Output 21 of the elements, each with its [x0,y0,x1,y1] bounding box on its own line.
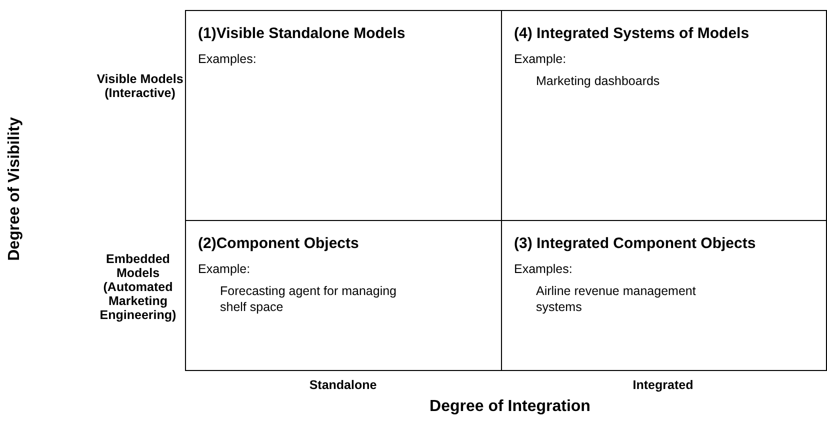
quadrant-panel [185,220,502,371]
axis-title: Degree of Integration [428,398,592,416]
quadrant-panel [185,10,502,221]
example-text: Airline revenue management systems [536,284,697,316]
examples-label: Example: [198,262,250,276]
quadrant-heading: (2)Component Objects [198,235,359,252]
quadrant-panel [501,10,827,221]
column-label: Standalone [308,378,378,392]
quadrant-panel [501,220,827,371]
example-text: Marketing dashboards [536,74,661,90]
examples-label: Examples: [198,52,256,66]
example-text: Forecasting agent for managing shelf space [220,284,398,316]
quadrant-heading: (4) Integrated Systems of Models [514,25,750,42]
quadrant-heading: (3) Integrated Component Objects [514,235,756,252]
column-label: Integrated [632,378,694,392]
row-label: Visible Models (Interactive) [96,72,184,100]
examples-label: Examples: [514,262,572,276]
axis-title: Degree of Visibility [6,116,24,263]
row-label: Embedded Models (Automated Marketing Engineering) [98,252,178,322]
examples-label: Example: [514,52,566,66]
quadrant-heading: (1)Visible Standalone Models [198,25,406,42]
